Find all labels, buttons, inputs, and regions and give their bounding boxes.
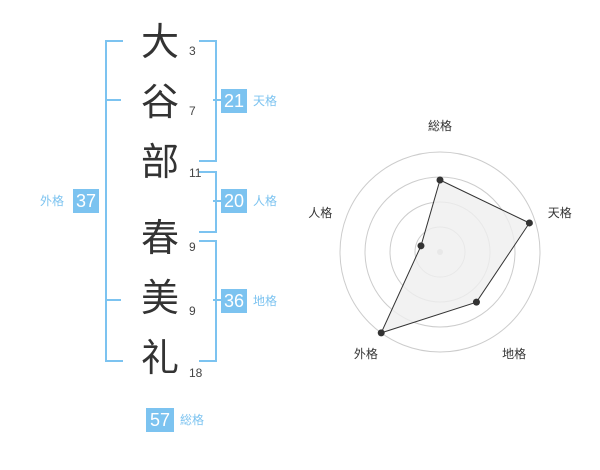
gaikaku-label: 外格 [40,194,65,208]
radar-axis-label: 地格 [502,346,526,361]
radar-point-4 [377,329,385,337]
stroke-count-6: 18 [189,366,203,380]
gaikaku-score: 37 [73,189,99,213]
radar-polygon [380,179,531,334]
radar-axis-label: 外格 [354,346,378,361]
surname-char-2: 谷 [140,80,179,124]
radar-point-5 [417,242,425,250]
given-char-3: 礼 [140,336,179,380]
outer-bracket [105,40,123,362]
outer-bracket-tick [107,299,121,301]
radar-point-2 [525,219,533,227]
jinkaku-bracket-tick [213,200,221,202]
stroke-count-3: 11 [189,166,202,180]
radar-ring [339,151,541,353]
radar-axis-label: 人格 [308,205,332,220]
jinkaku-bracket [199,171,217,233]
tenkaku-label: 天格 [253,94,278,108]
given-char-2: 美 [140,276,179,320]
chikaku-score: 36 [221,289,247,313]
soukaku-label: 総格 [180,413,205,427]
radar-axis-label: 天格 [548,205,572,220]
given-char-1: 春 [140,216,179,260]
stroke-count-4: 9 [189,240,196,254]
soukaku-score: 57 [146,408,174,432]
stroke-count-1: 3 [189,44,196,58]
jinkaku-label: 人格 [253,194,278,208]
chikaku-label: 地格 [253,294,278,308]
chikaku-bracket-tick [213,299,221,301]
radar-axis-label: 総格 [428,118,452,133]
radar-points [377,176,533,337]
jinkaku-score: 20 [221,189,247,213]
radar-point-3 [472,298,480,306]
stroke-count-5: 9 [189,304,196,318]
outer-bracket-tick [107,99,121,101]
tenkaku-bracket-tick [213,99,221,101]
chikaku-bracket [199,240,217,362]
surname-char-1: 大 [140,20,179,64]
stroke-count-2: 7 [189,104,196,118]
surname-char-3: 部 [140,140,179,184]
tenkaku-bracket [199,40,217,162]
radar-point-1 [436,176,444,184]
tenkaku-score: 21 [221,89,247,113]
